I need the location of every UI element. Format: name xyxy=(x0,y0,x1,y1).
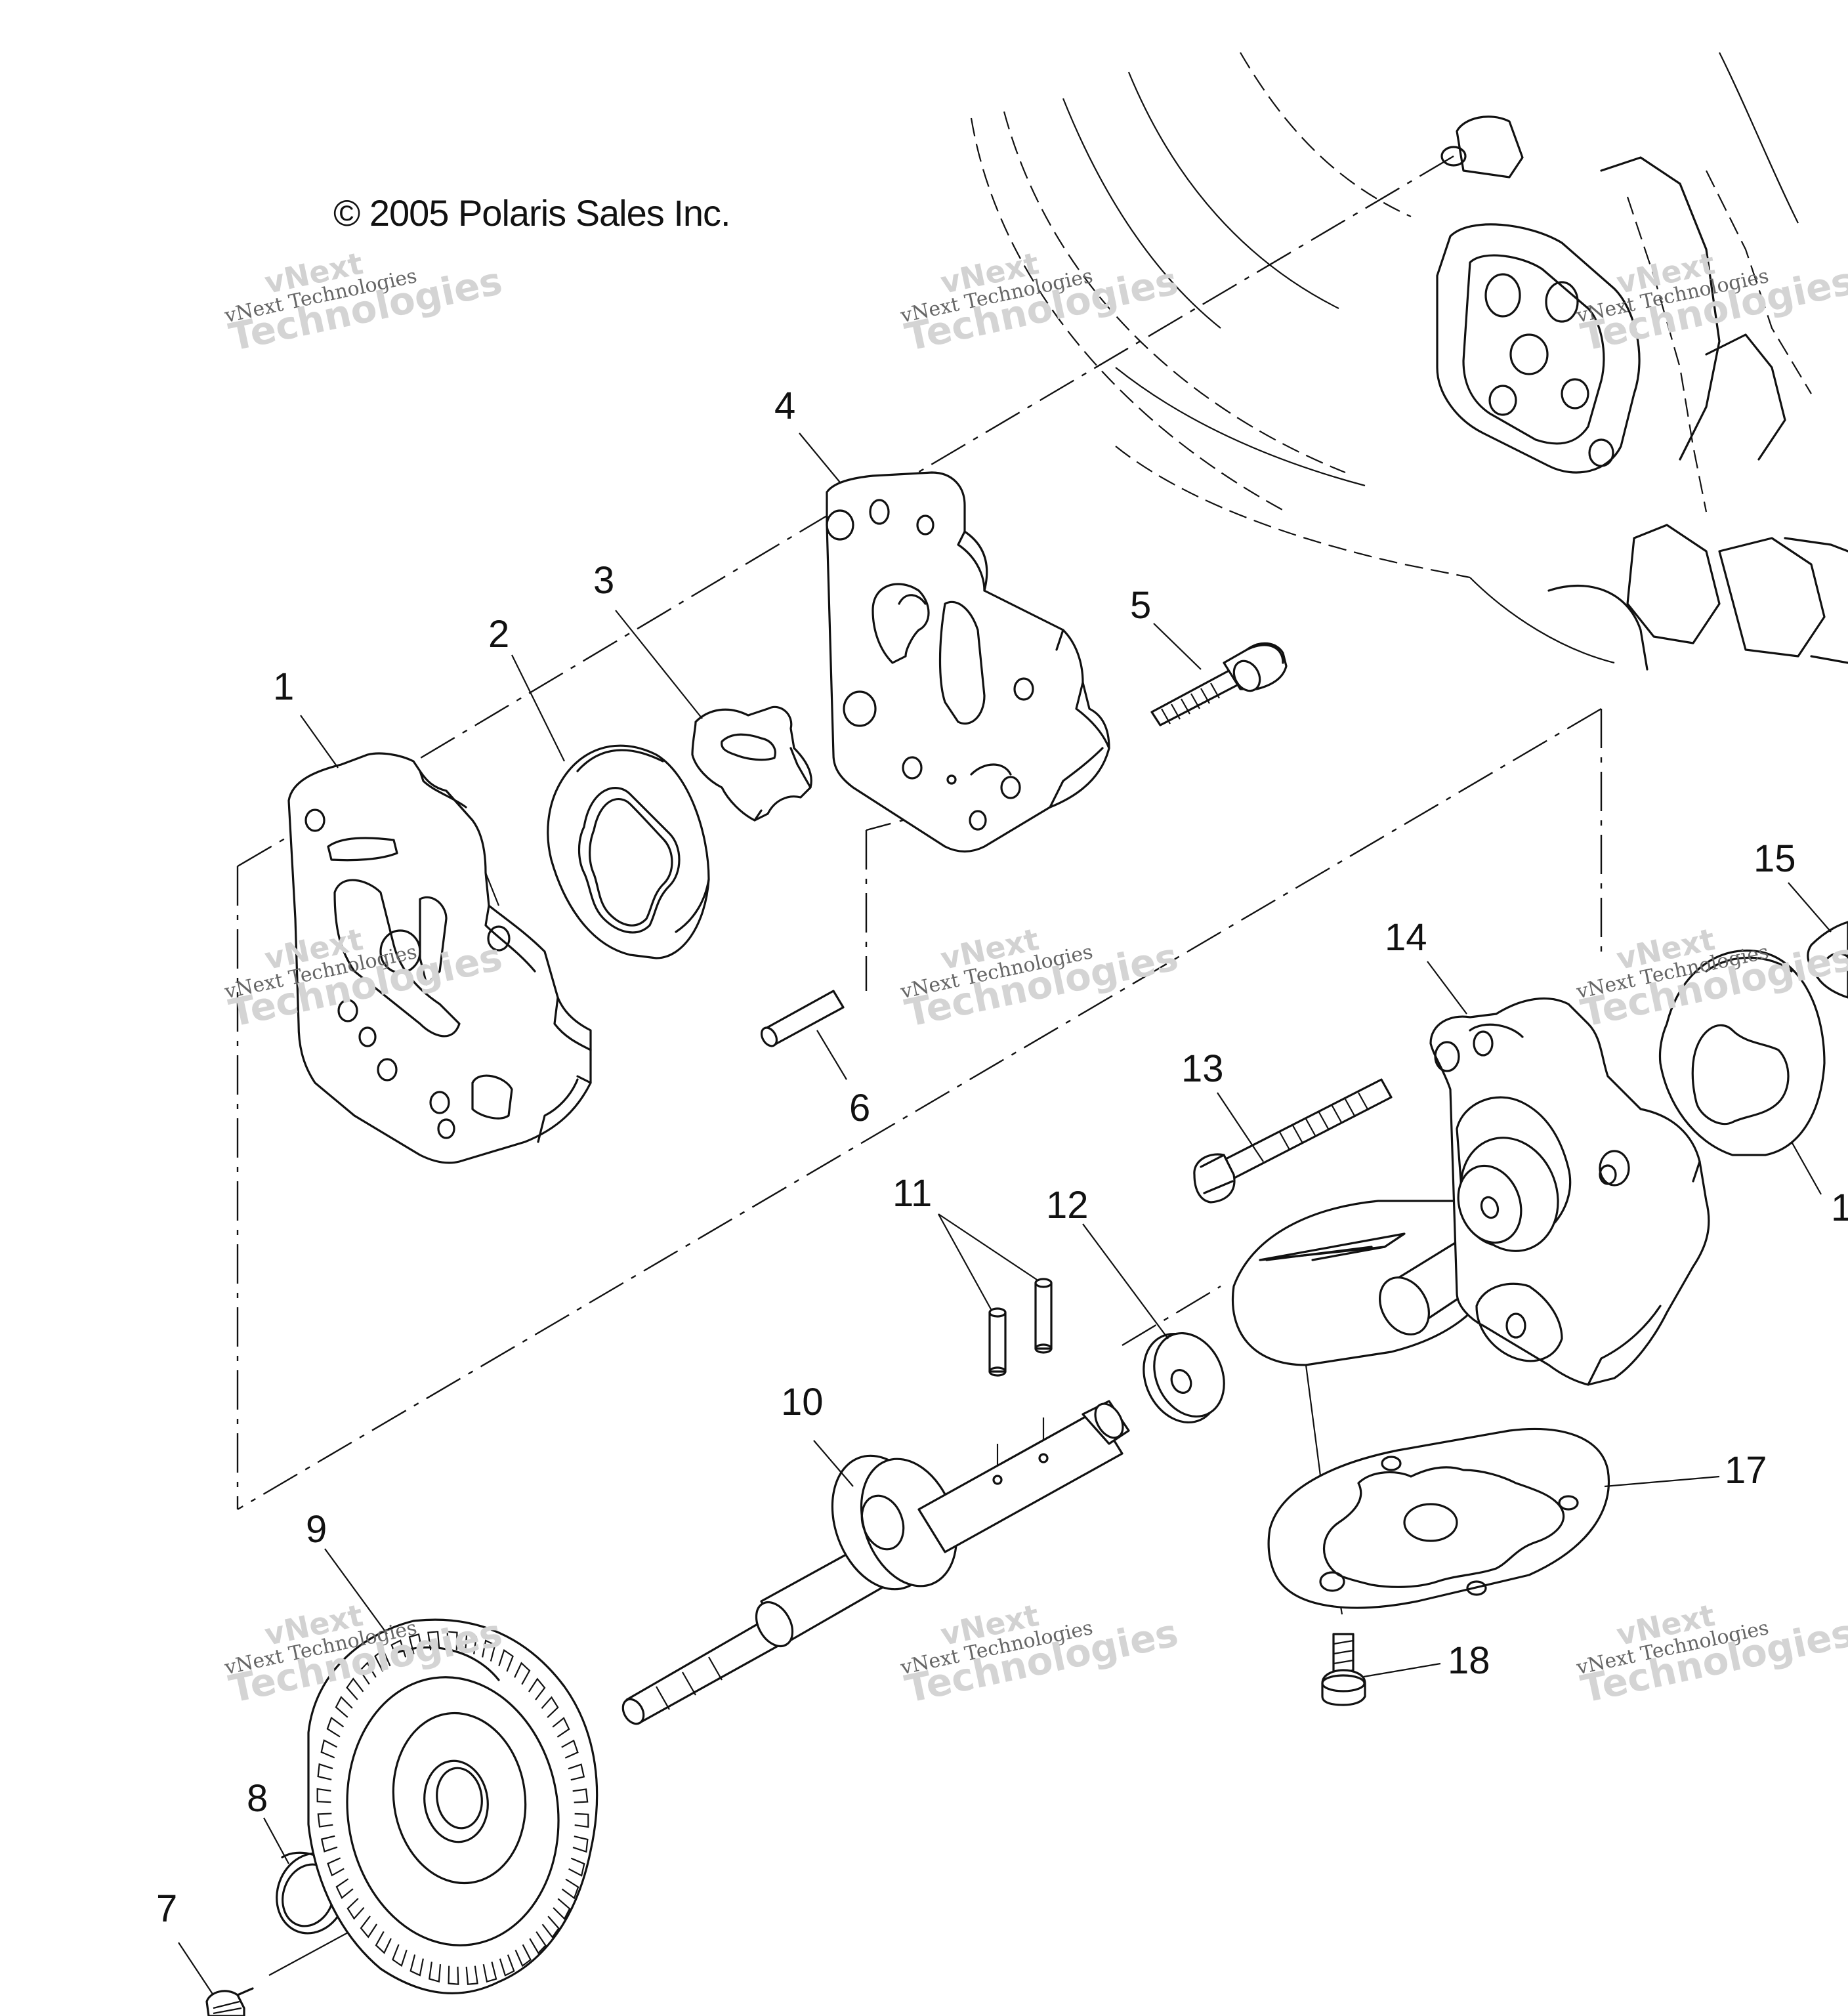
leader-lines xyxy=(178,432,1832,1996)
callout-15: 15 xyxy=(1754,837,1796,880)
gear-tooth xyxy=(320,1835,338,1853)
gear-tooth xyxy=(553,1898,571,1920)
gear-tooth xyxy=(326,1716,345,1738)
gear-tooth xyxy=(346,1677,364,1700)
gear-tooth xyxy=(320,1739,337,1759)
part-17-screen-plate xyxy=(1267,1427,1610,1609)
gear-tooth xyxy=(335,1696,353,1718)
part-6-dowel-pin xyxy=(760,990,845,1047)
part-3-inner-rotor xyxy=(691,705,812,822)
part-13-long-bolt xyxy=(1193,1078,1393,1204)
gear-tooth xyxy=(568,1857,585,1877)
gear-tooth xyxy=(498,1648,514,1672)
gear-tooth xyxy=(408,1633,423,1654)
callout-12: 12 xyxy=(1046,1184,1089,1227)
gear-tooth xyxy=(327,1857,345,1877)
gear-tooth xyxy=(529,1931,547,1954)
callout-17: 17 xyxy=(1725,1449,1767,1492)
gear-tooth xyxy=(316,1788,331,1803)
part-18-screw xyxy=(1321,1633,1366,1706)
engine-case xyxy=(970,52,1848,671)
gear-tooth xyxy=(528,1677,546,1700)
part-1-pump-body xyxy=(287,752,592,1164)
gear-tooth xyxy=(514,1944,532,1967)
gear-tooth xyxy=(317,1813,333,1828)
part-5-bolt xyxy=(1150,642,1288,726)
part-10-pump-shaft xyxy=(621,1400,1130,1725)
callout-11: 11 xyxy=(892,1172,933,1215)
gear-tooth xyxy=(499,1954,515,1977)
gear-tooth xyxy=(410,1954,424,1977)
gear-tooth xyxy=(561,1739,579,1759)
gear-tooth xyxy=(360,1916,377,1939)
callout-4: 4 xyxy=(774,385,796,427)
gear-tooth xyxy=(482,1639,496,1662)
part-9-drive-gear xyxy=(307,1618,598,1995)
gear-tooth xyxy=(359,1662,377,1685)
gear-tooth xyxy=(541,1696,559,1718)
gear-tooth xyxy=(574,1813,589,1828)
callout-14: 14 xyxy=(1385,916,1427,959)
part-12-washer xyxy=(1143,1332,1225,1424)
callout-7: 7 xyxy=(156,1887,178,1930)
gear-tooth xyxy=(572,1788,589,1803)
gear-tooth xyxy=(568,1763,585,1781)
part-7-screw xyxy=(205,1987,254,2016)
part-14-pickup-housing xyxy=(1232,998,1710,1386)
gear-tooth xyxy=(375,1931,392,1954)
callout-6: 6 xyxy=(849,1087,871,1129)
gear-tooth xyxy=(465,1965,478,1985)
gear-tooth xyxy=(427,1631,440,1650)
callout-5: 5 xyxy=(1130,584,1152,627)
gear-tooth xyxy=(446,1631,458,1650)
callout-10: 10 xyxy=(781,1381,824,1423)
gear-tooth xyxy=(448,1965,459,1985)
callout-18: 18 xyxy=(1448,1639,1490,1682)
gear-tooth xyxy=(541,1916,560,1939)
gear-tooth xyxy=(392,1944,408,1967)
part-11-pins xyxy=(988,1278,1053,1377)
gear-tooth xyxy=(335,1878,354,1899)
gear-tooth xyxy=(429,1962,442,1983)
gear-tooth xyxy=(552,1717,570,1738)
copyright-text: © 2005 Polaris Sales Inc. xyxy=(333,192,731,234)
gear-tooth xyxy=(346,1898,365,1920)
callout-9: 9 xyxy=(306,1508,327,1551)
part-2-outer-rotor xyxy=(547,744,710,959)
gear-tooth xyxy=(464,1633,477,1654)
gear-tooth xyxy=(514,1662,531,1685)
part-4-cover-plate xyxy=(826,471,1110,853)
gear-tooth xyxy=(317,1763,333,1780)
gear-tooth xyxy=(572,1836,589,1853)
gear-tooth xyxy=(482,1962,497,1983)
callout-8: 8 xyxy=(247,1777,268,1820)
gear-tooth xyxy=(561,1878,579,1900)
gear-tooth xyxy=(374,1648,391,1672)
callout-2: 2 xyxy=(488,613,510,656)
callout-1: 1 xyxy=(273,665,295,708)
callout-16: 1 xyxy=(1831,1186,1848,1229)
callout-13: 13 xyxy=(1181,1047,1224,1090)
callout-3: 3 xyxy=(593,559,615,602)
part-16-outer-rotor xyxy=(1658,950,1826,1156)
